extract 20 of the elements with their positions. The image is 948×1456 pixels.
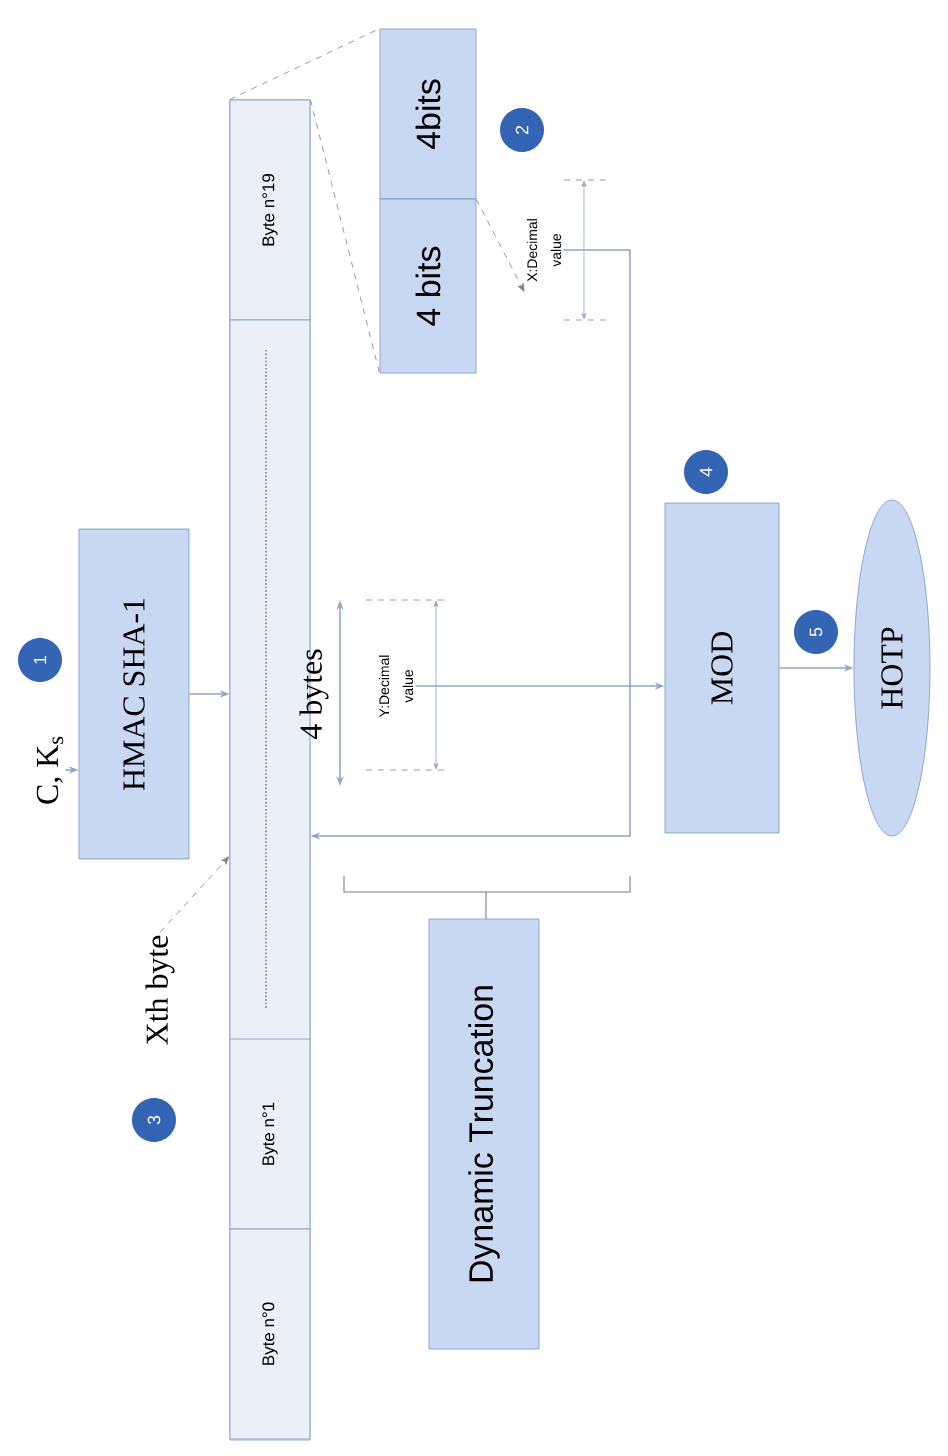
- bits-box: 4bits: [379, 28, 477, 200]
- size-label: 4 bytes: [299, 649, 329, 739]
- input-label: C, K$_{s}$: [36, 736, 64, 804]
- number-badge: 5: [794, 610, 838, 654]
- process-box: MOD: [664, 502, 780, 834]
- arrow: [476, 199, 525, 292]
- number-badge: 1: [18, 638, 62, 682]
- connector-line: [310, 99, 380, 374]
- number-badge: 3: [132, 1098, 176, 1142]
- connector-line: [229, 28, 380, 100]
- bits-box: 4 bits: [379, 198, 477, 374]
- number-badge: 4: [684, 450, 728, 494]
- process-box: HMAC SHA-1: [78, 528, 190, 860]
- byte-cell: Byte n°19: [229, 99, 311, 321]
- pointer-label: Xth byte: [145, 935, 175, 1045]
- byte-cell: Byte n°1: [229, 1038, 311, 1230]
- arrow: [159, 856, 230, 933]
- byte-cell: Byte n°0: [229, 1228, 311, 1440]
- number-badge: 2: [500, 108, 544, 152]
- process-box: Dynamic Truncation: [428, 918, 540, 1350]
